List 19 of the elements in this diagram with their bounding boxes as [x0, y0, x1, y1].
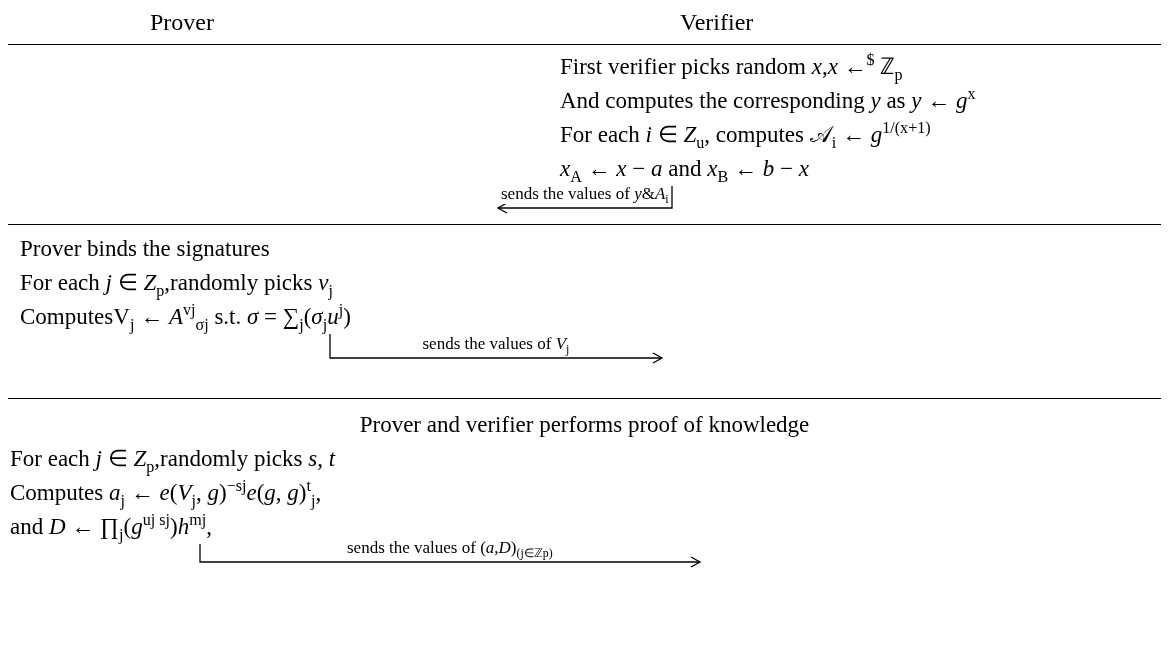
protocol-step: And computes the corresponding y as y ← g$^{x}$: [560, 84, 976, 118]
arrow: [329, 333, 663, 364]
section-heading: Prover and verifier performs proof of knowledge: [359, 411, 810, 439]
arrow: [497, 185, 673, 214]
edge-label: sends the values of y&A$_{i}$: [501, 184, 669, 204]
protocol-step: First verifier picks random x,x ←$^{$}$ ℤ$_{p}$: [560, 50, 903, 84]
protocol-step: Prover binds the signatures: [20, 232, 270, 266]
protocol-step: For each i ∈ Z$_{u}$, computes 𝒜$_{i}$ ← g$^{1/(x+1)}$: [560, 118, 931, 152]
protocol-step: Computes a$_{j}$ ← e(V$_{j}$, g)$^{−sj}$e(g, g)$^{t}$$_{j}$,: [10, 476, 322, 510]
protocol-step: ComputesV$_{j}$ ← A$^{vj}$$_{σj}$ s.t. σ = ∑$_{j}$(σ$_{j}$u$^{j}$): [20, 300, 351, 334]
edge-label: sends the values of V$_{j}$: [422, 334, 570, 354]
column-heading: Prover: [150, 8, 214, 37]
protocol-step: For each j ∈ Z$_{p}$,randomly picks s, t: [10, 442, 336, 476]
edge-label: sends the values of (a,D)$_{(j∈ℤp)}$: [347, 538, 553, 558]
protocol-step: For each j ∈ Z$_{p}$,randomly picks v$_{j}$: [20, 266, 333, 300]
protocol-step: and D ← ∏$_{j}$(g$^{uj sj}$)h$^{mj}$,: [10, 510, 212, 544]
protocol-step: x$_{A}$ ← x − a and x$_{B}$ ← b − x: [560, 152, 809, 186]
column-heading: Verifier: [680, 8, 754, 37]
arrow: [199, 543, 701, 568]
